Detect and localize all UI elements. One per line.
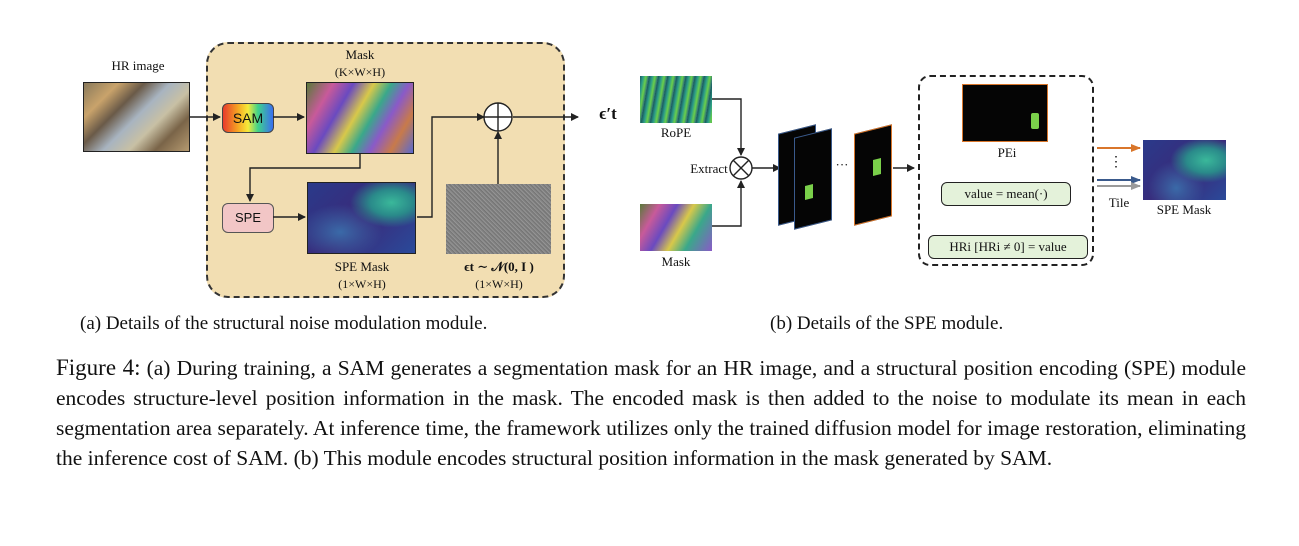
- assign-equation: HRi [HRi ≠ 0] = value: [928, 235, 1088, 259]
- tile-label: Tile: [1108, 195, 1130, 210]
- mask-dims: (K×W×H): [334, 65, 386, 79]
- ellipsis: ⋮: [1109, 155, 1123, 170]
- add-icon: [483, 102, 513, 132]
- multiply-icon: [729, 156, 753, 180]
- extract-label: Extract: [690, 161, 728, 176]
- hr-image-label: HR image: [111, 58, 165, 73]
- rope-label: RoPE: [660, 125, 692, 140]
- mean-equation: value = mean(·): [941, 182, 1071, 206]
- noise-label: ϵt ∼ 𝒩(0, I ): [464, 259, 534, 274]
- mask-label-b: Mask: [661, 254, 691, 269]
- spe-mask-output-image: [1143, 140, 1226, 200]
- segmentation-mask-image: [306, 82, 414, 154]
- hr-image: [83, 82, 190, 152]
- rope-image: [640, 76, 712, 123]
- spe-box: SPE: [222, 203, 274, 233]
- spe-mask-output-label: SPE Mask: [1156, 202, 1212, 217]
- caption-a: (a) Details of the structural noise modu…: [80, 313, 488, 334]
- output-label: ϵ′t: [599, 104, 617, 123]
- figure-label: Figure 4:: [56, 355, 141, 380]
- sam-box: SAM: [222, 103, 274, 133]
- spe-mask-dims: (1×W×H): [338, 277, 386, 291]
- slice-stack: ···: [778, 123, 898, 230]
- pe-image: [962, 84, 1048, 142]
- figure-text: (a) During training, a SAM generates a s…: [56, 356, 1246, 470]
- noise-image: [446, 184, 551, 254]
- mask-label: Mask: [345, 47, 375, 62]
- pe-label: PEi: [997, 145, 1017, 160]
- noise-dims: (1×W×H): [475, 277, 523, 291]
- figure-caption: Figure 4: (a) During training, a SAM gen…: [56, 353, 1246, 473]
- spe-mask-label: SPE Mask: [334, 259, 390, 274]
- spe-mask-image: [307, 182, 416, 254]
- caption-b: (b) Details of the SPE module.: [770, 313, 1004, 334]
- slice-dots: ···: [835, 157, 849, 172]
- mask-image: [640, 204, 712, 251]
